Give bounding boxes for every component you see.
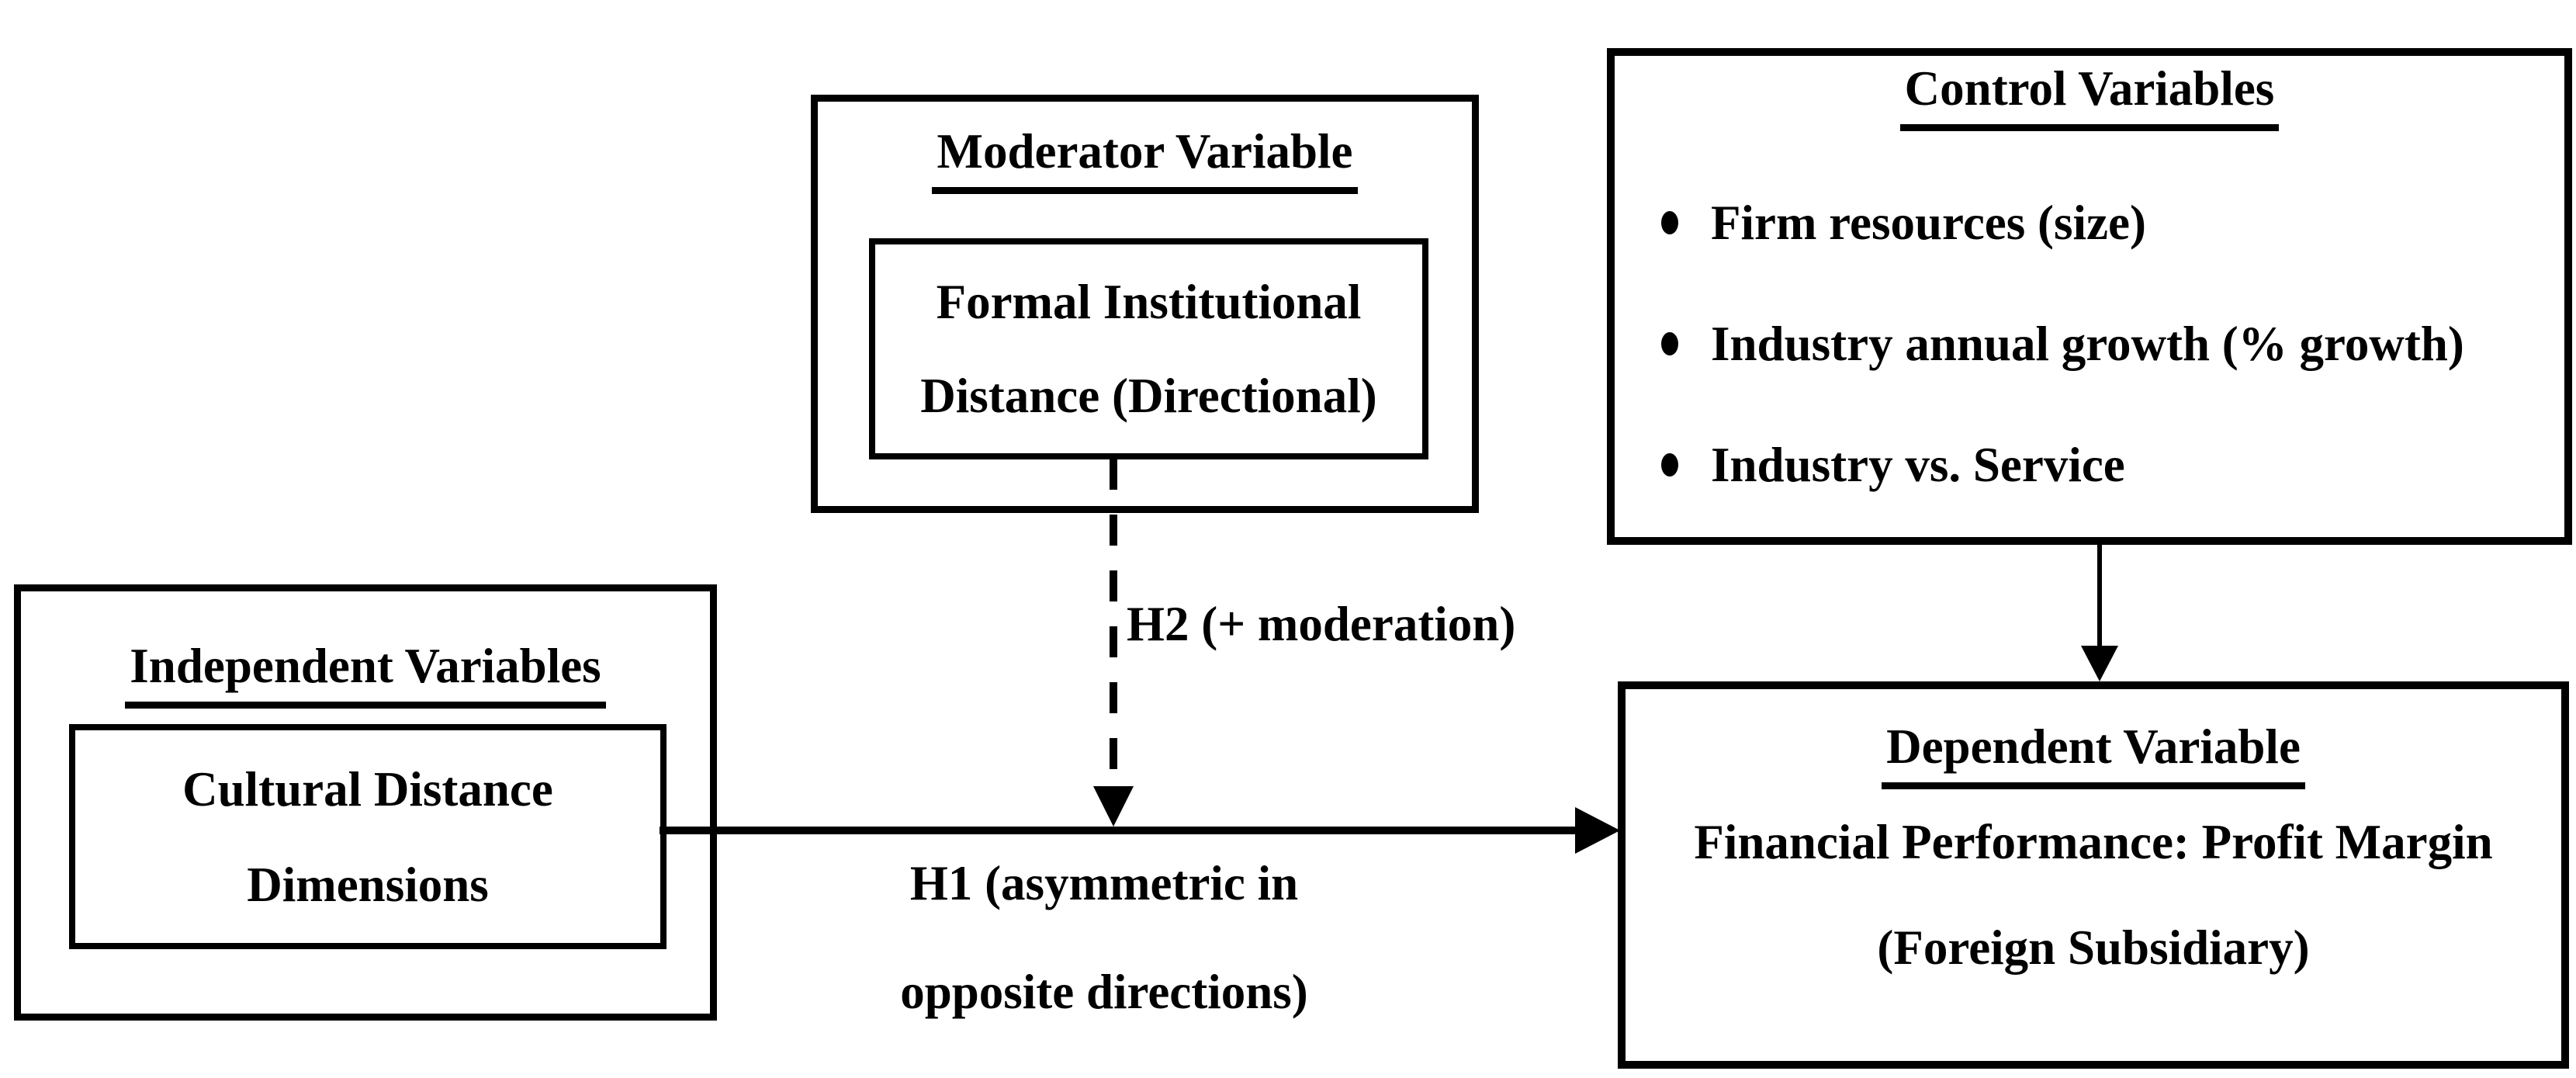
control-arrow-line bbox=[2097, 543, 2102, 649]
moderator-variable-heading: Moderator Variable bbox=[818, 123, 1472, 194]
cultural-distance-box: Cultural Distance Dimensions bbox=[69, 724, 667, 949]
formal-institutional-distance-box: Formal Institutional Distance (Direction… bbox=[869, 238, 1428, 459]
control-bullet-text-3: Industry vs. Service bbox=[1711, 438, 2125, 492]
dependent-variable-box: Dependent Variable Financial Performance… bbox=[1618, 681, 2569, 1069]
h1-label-line-1: H1 (asymmetric in bbox=[909, 856, 1299, 910]
bullet-dot-icon bbox=[1661, 332, 1678, 355]
dependent-variable-line-2: (Foreign Subsidiary) bbox=[1877, 920, 2310, 975]
h2-arrow-dashed-line bbox=[1110, 459, 1117, 788]
control-bullet-text-2: Industry annual growth (% growth) bbox=[1711, 317, 2464, 371]
dependent-variable-line-1: Financial Performance: Profit Margin bbox=[1694, 815, 2493, 869]
control-bullet-item: Industry vs. Service bbox=[1661, 435, 2564, 494]
control-variables-box: Control Variables Firm resources (size) … bbox=[1607, 48, 2572, 545]
control-bullet-item: Firm resources (size) bbox=[1661, 193, 2564, 252]
h1-arrowhead-right-icon bbox=[1575, 807, 1620, 854]
control-bullet-item: Industry annual growth (% growth) bbox=[1661, 314, 2564, 373]
h1-arrow-line bbox=[660, 827, 1579, 834]
formal-institutional-line-1: Formal Institutional bbox=[936, 275, 1362, 330]
independent-variables-heading: Independent Variables bbox=[21, 638, 710, 709]
dependent-variable-heading: Dependent Variable bbox=[1626, 719, 2561, 789]
formal-institutional-line-2: Distance (Directional) bbox=[920, 368, 1377, 423]
cultural-distance-line-1: Cultural Distance bbox=[182, 761, 553, 816]
h1-hypothesis-label: H1 (asymmetric in opposite directions) bbox=[850, 829, 1359, 1046]
bullet-dot-icon bbox=[1661, 211, 1678, 234]
moderator-variable-heading-text: Moderator Variable bbox=[932, 123, 1358, 194]
h1-label-line-2: opposite directions) bbox=[900, 965, 1308, 1019]
h2-moderation-label: H2 (+ moderation) bbox=[1127, 597, 1516, 651]
control-variables-heading-text: Control Variables bbox=[1899, 61, 2280, 131]
h2-arrowhead-down-icon bbox=[1093, 786, 1134, 827]
control-arrowhead-down-icon bbox=[2081, 646, 2118, 681]
bullet-dot-icon bbox=[1661, 453, 1678, 477]
dependent-variable-heading-text: Dependent Variable bbox=[1882, 719, 2305, 789]
cultural-distance-line-2: Dimensions bbox=[247, 857, 489, 912]
control-bullet-text-1: Firm resources (size) bbox=[1711, 196, 2146, 250]
independent-variables-heading-text: Independent Variables bbox=[125, 638, 606, 709]
control-variables-heading: Control Variables bbox=[1615, 61, 2564, 131]
